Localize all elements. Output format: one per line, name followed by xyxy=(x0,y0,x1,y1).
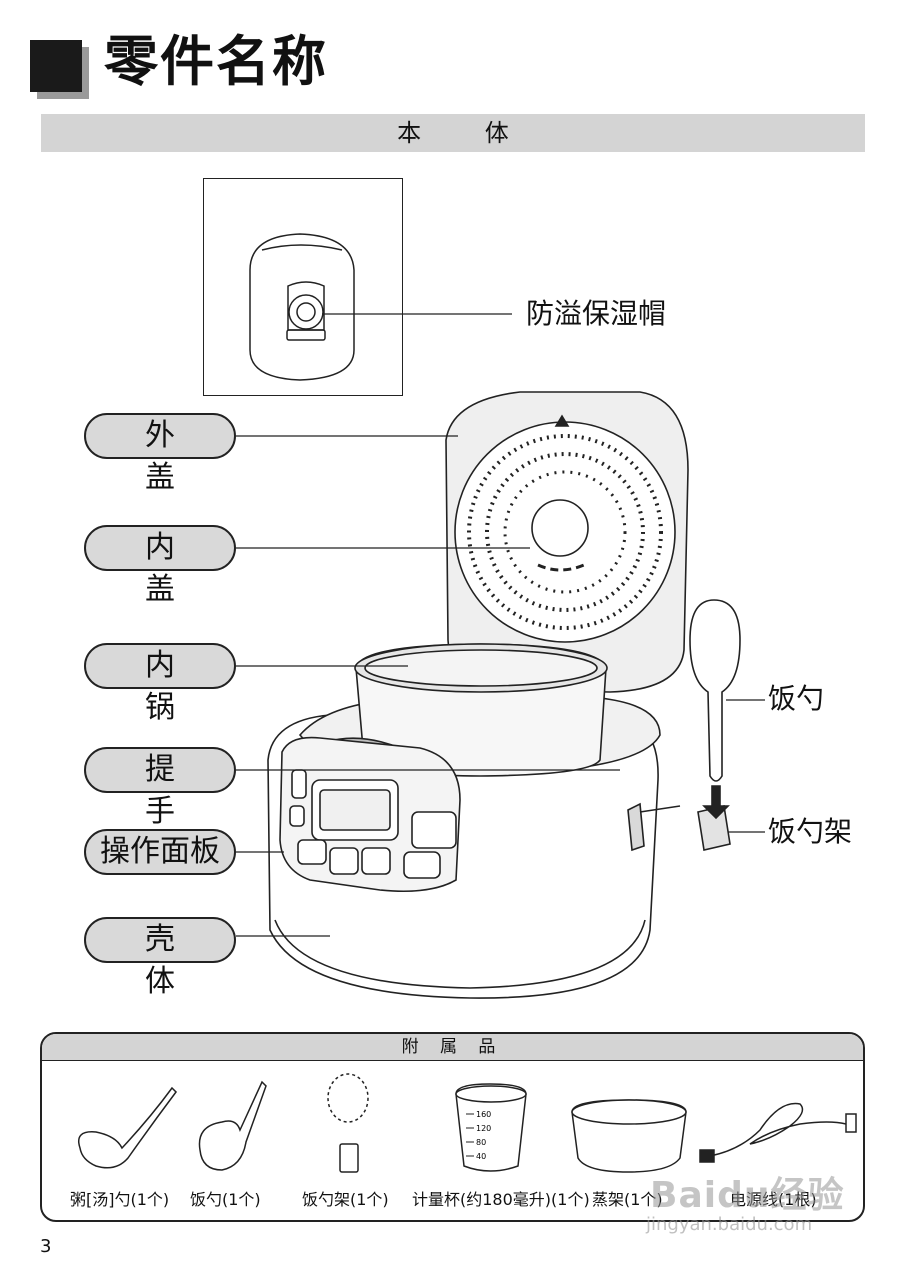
accessory-label-soup-ladle: 粥[汤]勺(1个) xyxy=(70,1190,170,1209)
cup-mark-160: 160 xyxy=(476,1110,491,1119)
accessories-header xyxy=(42,1034,863,1061)
cup-mark-40: 40 xyxy=(476,1152,486,1161)
part-label-handle: 提 手 xyxy=(84,747,236,829)
accessory-label-steamer: 蒸架(1个) xyxy=(592,1190,663,1209)
spoon-icon xyxy=(198,1080,267,1171)
paddle-holder-icon xyxy=(697,785,731,851)
inset-lid-icon xyxy=(249,233,355,381)
accessory-label-paddle-holder: 饭勺架(1个) xyxy=(302,1190,389,1209)
power-cord-icon xyxy=(699,1102,857,1163)
watermark-brand: Baidu经验 xyxy=(650,1175,845,1216)
part-label-inner-lid: 内 盖 xyxy=(84,525,236,607)
accessories-box xyxy=(40,1032,865,1222)
part-label-control-panel: 操作面板 xyxy=(84,829,236,875)
accessory-label-measuring-cup: 计量杯(约180毫升)(1个) xyxy=(412,1190,590,1209)
anti-overflow-cap-label: 防溢保湿帽 xyxy=(526,297,667,330)
cup-mark-120: 120 xyxy=(476,1124,491,1133)
holder-accessory-icon xyxy=(327,1073,369,1173)
section-bar xyxy=(41,114,865,152)
paddle-label: 饭勺 xyxy=(768,682,825,715)
steamer-icon xyxy=(571,1099,687,1173)
rice-cooker-icon xyxy=(267,391,689,999)
cup-mark-80: 80 xyxy=(476,1138,486,1147)
inset-frame xyxy=(203,178,403,396)
section-title: 本 体 xyxy=(397,119,537,147)
accessory-label-spoon: 饭勺(1个) xyxy=(190,1190,261,1209)
part-label-body-shell: 壳 体 xyxy=(84,917,236,999)
accessory-label-power-cord: 电源线(1根) xyxy=(730,1190,817,1209)
part-label-inner-pot: 内 锅 xyxy=(84,643,236,725)
paddle-holder-label: 饭勺架 xyxy=(768,815,853,848)
part-label-outer-lid: 外 盖 xyxy=(84,413,236,495)
page-number: 3 xyxy=(40,1236,52,1257)
watermark-url: jingyan.baidu.com xyxy=(646,1214,813,1235)
title-block-icon xyxy=(30,40,82,92)
page-title: 零件名称 xyxy=(104,30,328,93)
measuring-cup-icon xyxy=(455,1083,527,1172)
soup-ladle-icon xyxy=(78,1086,177,1169)
rice-paddle-icon xyxy=(689,599,741,782)
accessories-title: 附 属 品 xyxy=(401,1037,504,1057)
